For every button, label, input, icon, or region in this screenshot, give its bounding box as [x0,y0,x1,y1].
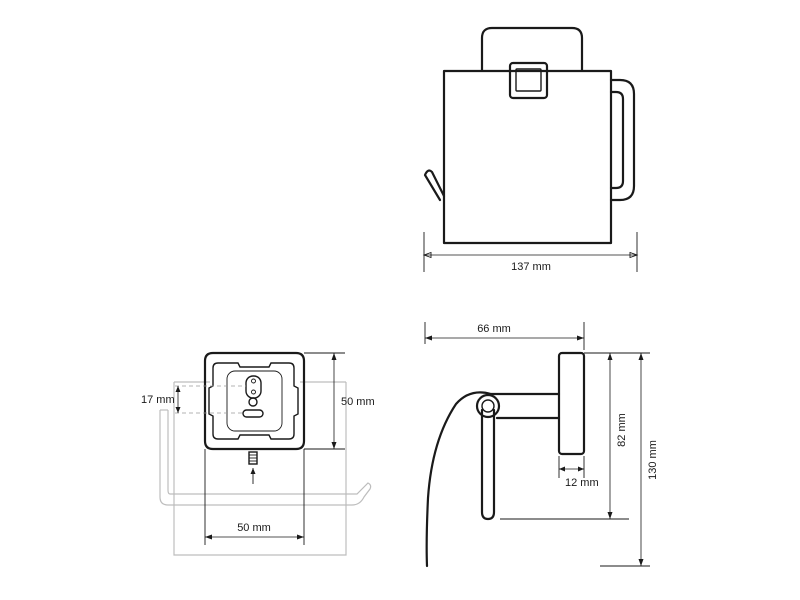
front-handle [609,78,636,202]
side-roll-pin-inner [481,399,495,413]
side-view: 66 mm 12 mm 82 mm 130 mm [424,322,659,568]
side-roll-pin-outer [475,393,501,419]
ghost-arm [159,410,372,506]
ghost-body-outline [173,382,347,556]
front-handle-inner [609,90,625,190]
side-cover-curve [425,391,493,568]
plate-recess [226,370,283,432]
back-view: 17 mm 50 mm 50 mm [141,351,375,556]
front-view: 137 mm [422,26,639,273]
dim-137-label: 137 mm [511,261,551,273]
side-wall-plate [557,351,586,456]
center-hole [248,397,258,407]
side-arm [489,392,561,420]
mount-slot-bottom [242,409,264,418]
dim-12-label: 12 mm [565,477,599,489]
dim-17-label: 17 mm [141,394,175,406]
front-hinge-clip [508,61,549,100]
plate-outer [203,351,306,451]
dim-130-label: 130 mm [647,440,659,480]
dim-50-horizontal-label: 50 mm [237,522,271,534]
dim-82-label: 82 mm [616,413,628,447]
side-vertical-bar [480,408,496,521]
plate-inner [208,362,299,440]
front-hinge-inner [515,68,542,92]
dim-66-label: 66 mm [477,323,511,335]
front-wall-plate [480,26,584,72]
front-lever [423,169,446,202]
dim-50-vertical-label: 50 mm [341,396,375,408]
front-cover [442,69,613,245]
